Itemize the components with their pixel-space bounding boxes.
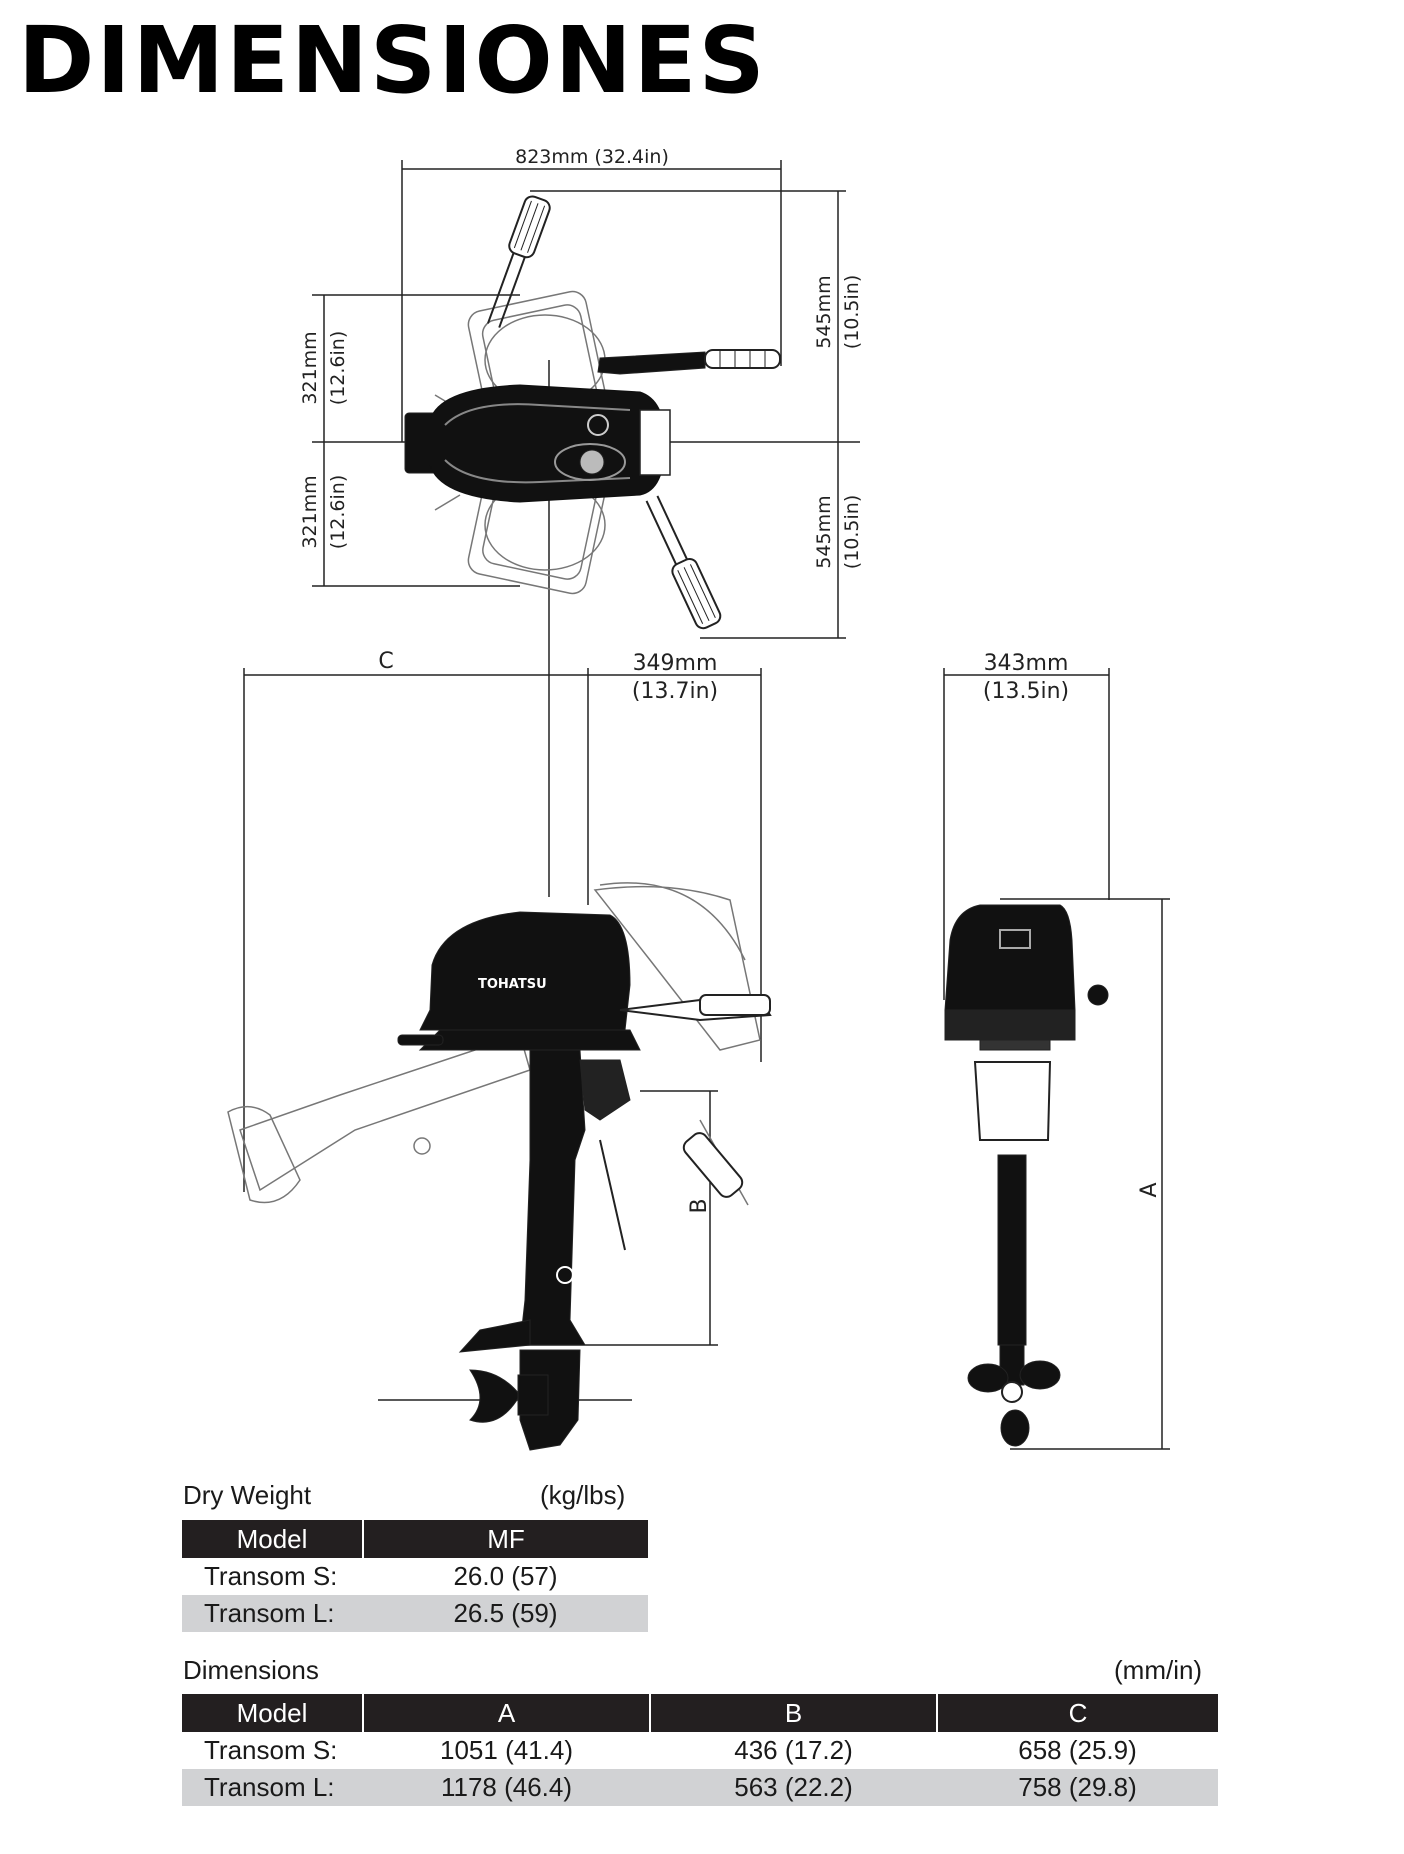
- row-model: Transom L:: [182, 1769, 363, 1806]
- row-a: 1051 (41.4): [440, 1735, 573, 1765]
- table-row: Transom S: 1051 (41.4) 436 (17.2) 658 (2…: [182, 1732, 1218, 1769]
- dry-weight-title: Dry Weight: [183, 1480, 312, 1510]
- dim-b-label: B: [687, 1198, 712, 1213]
- dim-a-label: A: [1137, 1182, 1162, 1197]
- dim-c-label: C: [378, 649, 393, 674]
- tiller-handle-lower: [645, 495, 722, 630]
- dim-545-upper-mm: 545mm: [813, 275, 835, 348]
- header-mf: MF: [362, 1520, 648, 1558]
- dry-weight-unit: (kg/lbs): [540, 1480, 626, 1510]
- header-b: B: [649, 1694, 937, 1732]
- brand-label: TOHATSU: [478, 977, 547, 992]
- row-b: 436 (17.2): [734, 1735, 853, 1765]
- dim-321-upper-in: (12.6in): [327, 331, 349, 405]
- top-view: 823mm (32.4in) 321mm (12.6in) 321mm (12.6i…: [299, 146, 863, 897]
- dim-343-in: (13.5in): [983, 679, 1069, 704]
- dim-321-lower-mm: 321mm: [299, 475, 321, 548]
- side-dimension-lines: [243, 668, 762, 1401]
- dim-545-lower-mm: 545mm: [813, 495, 835, 568]
- dimensions-table: Model A B C Transom S: 1051 (41.4) 436 (…: [182, 1694, 1218, 1806]
- row-c: 658 (25.9): [1018, 1735, 1137, 1765]
- table-header-row: Model A B C: [182, 1694, 1218, 1732]
- row-model: Transom S:: [204, 1561, 338, 1591]
- dim-349-mm: 349mm: [633, 651, 718, 676]
- tiller-handle-main: [597, 349, 781, 375]
- header-a: A: [362, 1694, 650, 1732]
- row-weight: 26.5 (59): [363, 1595, 648, 1632]
- outboard-motor-side: [397, 911, 772, 1451]
- table-header-row: Model MF: [182, 1520, 648, 1558]
- table-row: Transom S: 26.0 (57): [182, 1558, 648, 1595]
- dim-545-lower-in: (10.5in): [841, 495, 863, 569]
- dim-545-upper-in: (10.5in): [841, 275, 863, 349]
- dim-321-upper-mm: 321mm: [299, 331, 321, 404]
- tiller-handle-upper: [487, 195, 551, 328]
- row-a: 1178 (46.4): [363, 1769, 650, 1806]
- dim-349-in: (13.7in): [632, 679, 718, 704]
- row-model: Transom L:: [182, 1595, 363, 1632]
- engine-cowling-top: [404, 384, 671, 503]
- header-model: Model: [182, 1520, 363, 1558]
- side-view: TOHATSU C 349mm (13.7in) B: [227, 649, 772, 1451]
- dimensions-title: Dimensions: [183, 1655, 319, 1685]
- front-dimension-lines: [943, 668, 1170, 1450]
- width-823-label: 823mm (32.4in): [515, 146, 669, 168]
- outboard-motor-front: [944, 904, 1109, 1447]
- top-dimension-lines: [312, 160, 860, 897]
- dimensions-unit: (mm/in): [1114, 1655, 1203, 1685]
- table-row: Transom L: 1178 (46.4) 563 (22.2) 758 (2…: [182, 1769, 1218, 1806]
- dim-321-lower-in: (12.6in): [327, 475, 349, 549]
- row-weight: 26.0 (57): [453, 1561, 558, 1591]
- page-title: DIMENSIONES: [18, 7, 767, 114]
- row-c: 758 (29.8): [937, 1769, 1218, 1806]
- header-model: Model: [182, 1694, 363, 1732]
- dim-343-mm: 343mm: [984, 651, 1069, 676]
- header-c: C: [936, 1694, 1218, 1732]
- row-b: 563 (22.2): [650, 1769, 937, 1806]
- row-model: Transom S:: [204, 1735, 338, 1765]
- dry-weight-table: Model MF Transom S: 26.0 (57) Transom L:…: [182, 1520, 648, 1632]
- front-view: 343mm (13.5in) A: [943, 651, 1170, 1450]
- table-row: Transom L: 26.5 (59): [182, 1595, 648, 1632]
